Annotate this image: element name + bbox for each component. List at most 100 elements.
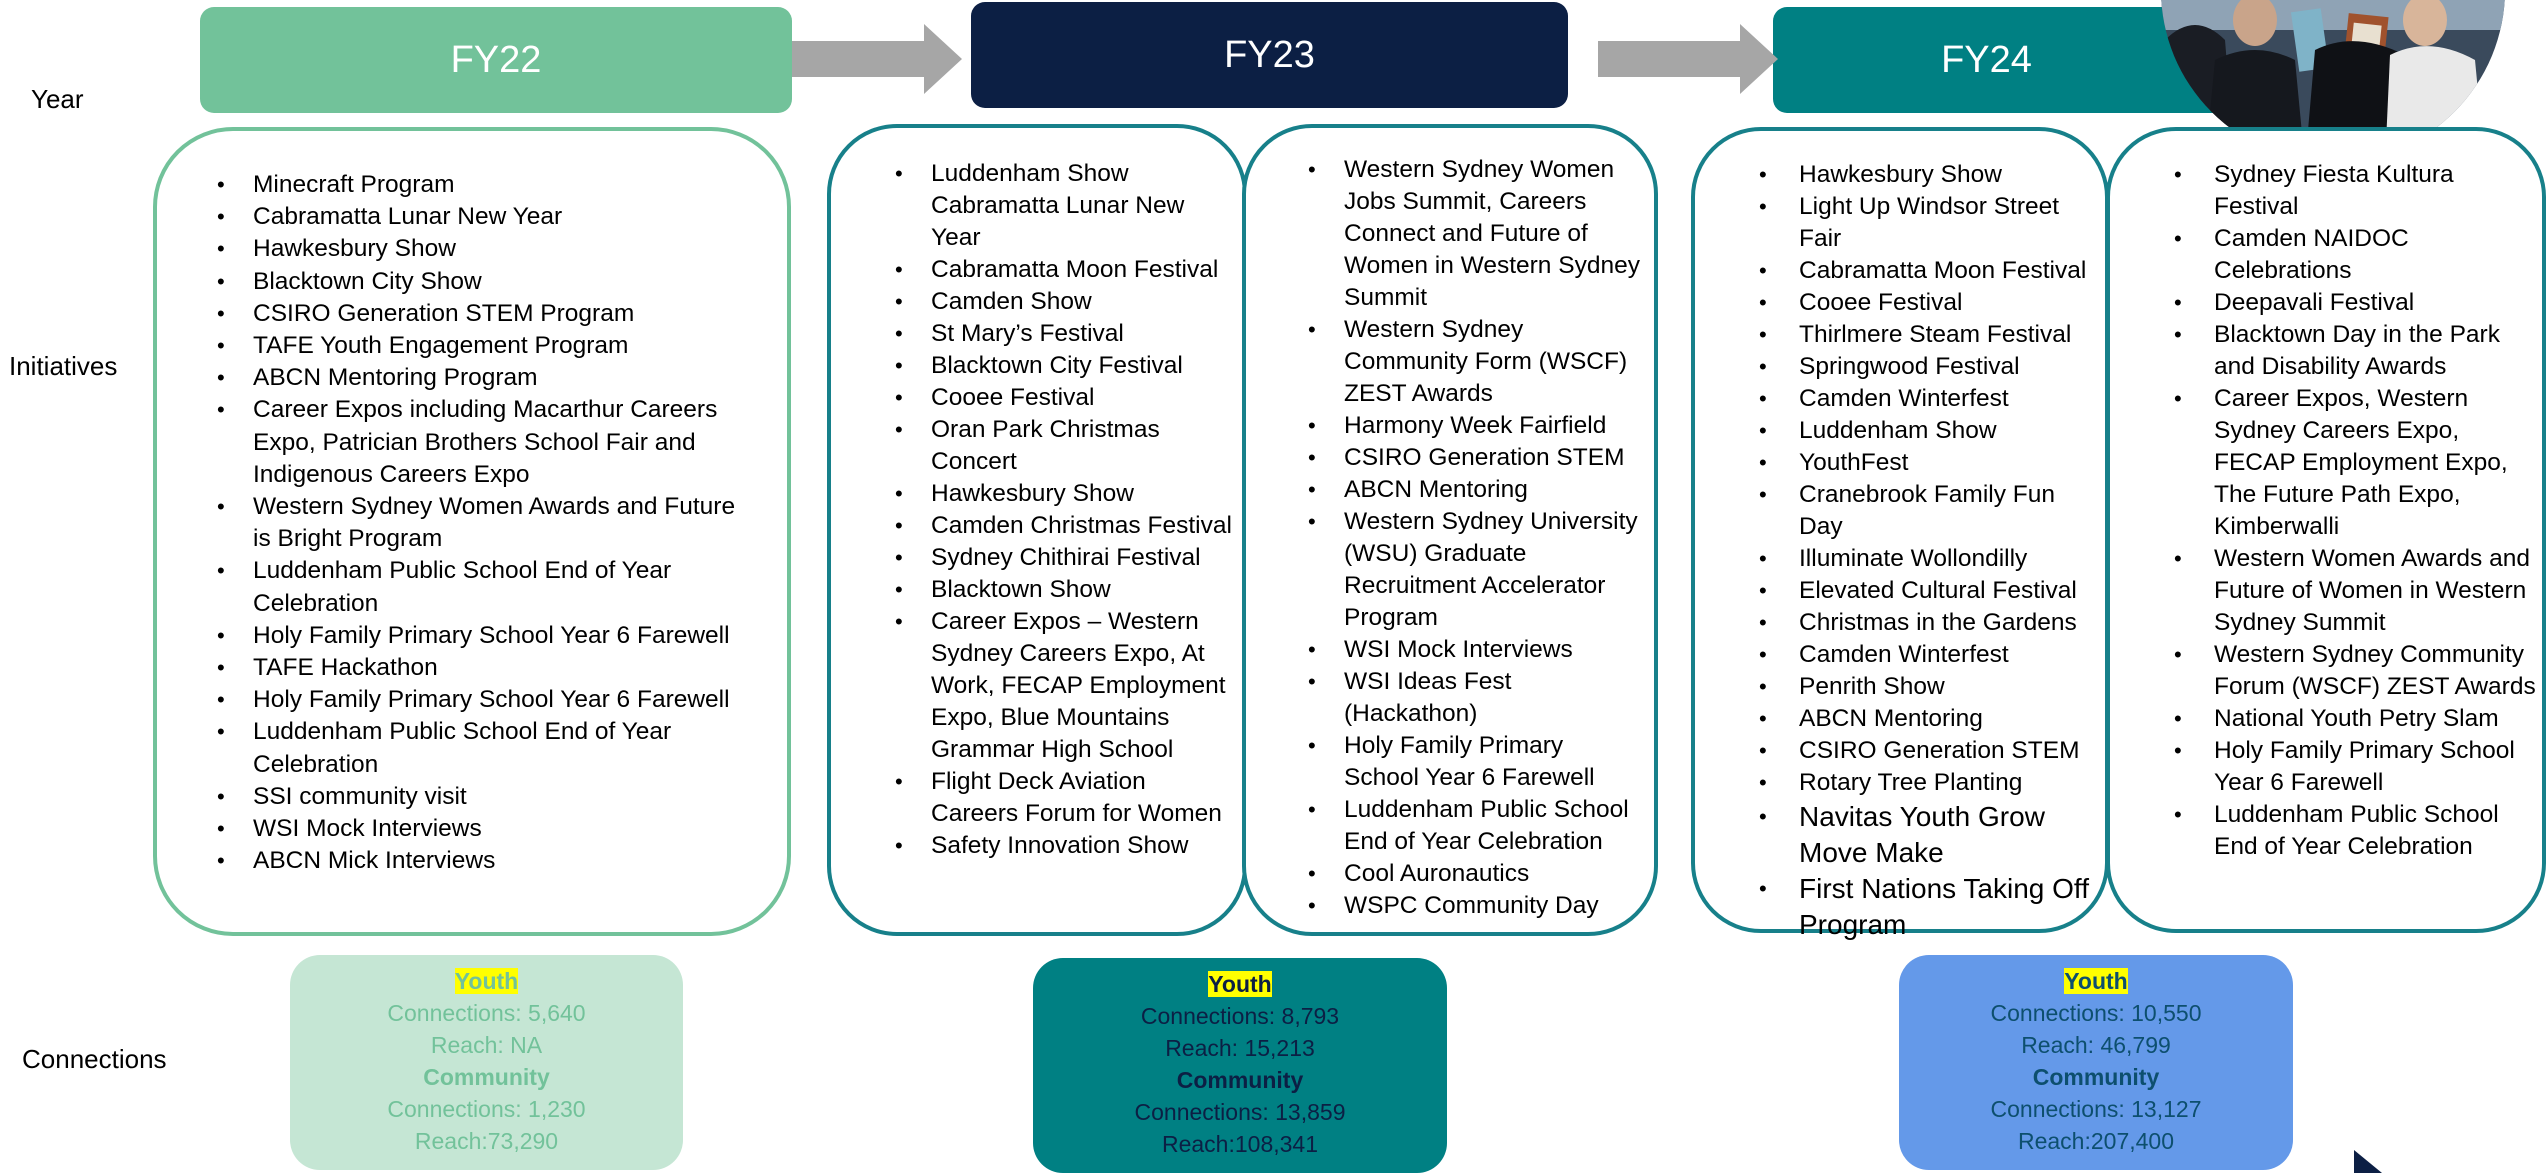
youth-label: Youth xyxy=(2064,968,2128,994)
initiative-item: CSIRO Generation STEM xyxy=(1308,442,1644,474)
fy22-connections-box: Youth Connections: 5,640 Reach: NA Commu… xyxy=(290,955,683,1170)
community-label: Community xyxy=(1176,1067,1304,1093)
initiative-item: Luddenham Public School End of Year Cele… xyxy=(1308,794,1644,858)
youth-reach: Reach: 46,799 xyxy=(2021,1032,2171,1058)
initiative-item: Western Women Awards and Future of Women… xyxy=(2174,543,2542,639)
initiative-item: Western Sydney Women Awards and Future i… xyxy=(217,491,747,555)
initiative-item: Safety Innovation Show xyxy=(895,830,1233,862)
year-header-fy22: FY22 xyxy=(200,7,792,113)
youth-connections: Connections: 8,793 xyxy=(1140,1003,1340,1029)
initiative-item: Camden Christmas Festival xyxy=(895,510,1233,542)
community-reach: Reach:207,400 xyxy=(2017,1128,2174,1154)
corner-pointer-icon xyxy=(2354,1150,2382,1173)
initiative-item: Springwood Festival xyxy=(1759,351,2097,383)
initiative-item: Career Expos, Western Sydney Careers Exp… xyxy=(2174,383,2542,543)
initiative-item: Oran Park Christmas Concert xyxy=(895,414,1233,478)
community-reach: Reach:73,290 xyxy=(414,1128,559,1154)
youth-connections: Connections: 10,550 xyxy=(1990,1000,2202,1026)
initiative-item: Cooee Festival xyxy=(1759,287,2097,319)
initiative-item: Western Sydney Community Forum (WSCF) ZE… xyxy=(2174,639,2542,703)
initiative-item: WSI Ideas Fest (Hackathon) xyxy=(1308,666,1644,730)
initiative-item: St Mary’s Festival xyxy=(895,318,1233,350)
initiative-item: Western Sydney Community Form (WSCF) ZES… xyxy=(1308,314,1644,410)
initiative-item: Camden Winterfest xyxy=(1759,639,2097,671)
initiative-item: Holy Family Primary School Year 6 Farewe… xyxy=(1308,730,1644,794)
initiative-item: Harmony Week Fairfield xyxy=(1308,410,1644,442)
initiative-item: Luddenham Public School End of Year Cele… xyxy=(217,555,747,619)
initiative-item: Illuminate Wollondilly xyxy=(1759,543,2097,575)
initiative-item: Thirlmere Steam Festival xyxy=(1759,319,2097,351)
initiative-item: Sydney Chithirai Festival xyxy=(895,542,1233,574)
initiative-item: WSI Mock Interviews xyxy=(1308,634,1644,666)
fy23-initiatives-panel-right: Western Sydney Women Jobs Summit, Career… xyxy=(1242,124,1658,936)
community-connections: Connections: 13,859 xyxy=(1134,1099,1346,1125)
fy24-initiatives-list-right: Sydney Fiesta Kultura FestivalCamden NAI… xyxy=(2174,159,2542,863)
initiative-item: National Youth Petry Slam xyxy=(2174,703,2542,735)
community-connections: Connections: 13,127 xyxy=(1990,1096,2202,1122)
fy23-initiatives-panel-left: Luddenham Show Cabramatta Lunar New Year… xyxy=(827,124,1247,936)
initiative-item: WSI Mock Interviews xyxy=(217,813,747,845)
initiative-item: ABCN Mentoring Program xyxy=(217,362,747,394)
initiative-item: Western Sydney Women Jobs Summit, Career… xyxy=(1308,154,1644,314)
initiative-item: Blacktown Day in the Park and Disability… xyxy=(2174,319,2542,383)
initiative-item: Cool Auronautics xyxy=(1308,858,1644,890)
initiative-item: Camden Show xyxy=(895,286,1233,318)
initiative-item: Penrith Show xyxy=(1759,671,2097,703)
youth-label: Youth xyxy=(454,968,519,994)
row-label-year: Year xyxy=(31,84,84,114)
initiative-item: TAFE Hackathon xyxy=(217,652,747,684)
initiative-item: Hawkesbury Show xyxy=(217,233,747,265)
initiative-item: Blacktown Show xyxy=(895,574,1233,606)
initiative-item: Flight Deck Aviation Careers Forum for W… xyxy=(895,766,1233,830)
initiative-item: Luddenham Public School End of Year Cele… xyxy=(217,716,747,780)
fy24-initiatives-panel-left: Hawkesbury ShowLight Up Windsor Street F… xyxy=(1691,127,2109,940)
initiative-item: Light Up Windsor Street Fair xyxy=(1759,191,2097,255)
youth-reach: Reach: NA xyxy=(430,1032,543,1058)
year-header-fy23: FY23 xyxy=(971,2,1568,108)
initiative-item: Christmas in the Gardens xyxy=(1759,607,2097,639)
initiative-item: Sydney Fiesta Kultura Festival xyxy=(2174,159,2542,223)
initiative-item: Camden NAIDOC Celebrations xyxy=(2174,223,2542,287)
youth-reach: Reach: 15,213 xyxy=(1165,1035,1315,1061)
initiative-item: TAFE Youth Engagement Program xyxy=(217,330,747,362)
initiative-item: Holy Family Primary School Year 6 Farewe… xyxy=(2174,735,2542,799)
initiative-item: First Nations Taking Off Program xyxy=(1759,871,2097,943)
initiative-item: CSIRO Generation STEM Program xyxy=(217,298,747,330)
community-label: Community xyxy=(2032,1064,2160,1090)
fy24-connections-box: Youth Connections: 10,550 Reach: 46,799 … xyxy=(1899,955,2293,1170)
fy24-initiatives-panel-right: Sydney Fiesta Kultura FestivalCamden NAI… xyxy=(2106,127,2546,933)
row-label-connections: Connections xyxy=(22,1044,167,1074)
initiative-item: Holy Family Primary School Year 6 Farewe… xyxy=(217,684,747,716)
initiative-item: Blacktown City Festival xyxy=(895,350,1233,382)
initiative-item: Navitas Youth Grow Move Make xyxy=(1759,799,2097,871)
initiative-item: ABCN Mentoring xyxy=(1308,474,1644,506)
initiative-item: Deepavali Festival xyxy=(2174,287,2542,319)
fy23-initiatives-list-left: Luddenham Show Cabramatta Lunar New Year… xyxy=(895,158,1233,862)
initiative-item: Hawkesbury Show xyxy=(895,478,1233,510)
initiative-item: Blacktown City Show xyxy=(217,266,747,298)
initiative-item: WSPC Community Day xyxy=(1308,890,1644,922)
youth-connections: Connections: 5,640 xyxy=(387,1000,586,1026)
community-connections: Connections: 1,230 xyxy=(387,1096,586,1122)
initiative-item: Career Expos including Macarthur Careers… xyxy=(217,394,747,491)
initiative-item: Western Sydney University (WSU) Graduate… xyxy=(1308,506,1644,634)
community-label: Community xyxy=(423,1064,550,1090)
initiative-item: Minecraft Program xyxy=(217,169,747,201)
arrow-right-icon xyxy=(792,24,962,94)
initiative-item: SSI community visit xyxy=(217,781,747,813)
fy23-initiatives-list-right: Western Sydney Women Jobs Summit, Career… xyxy=(1308,154,1644,922)
initiative-item: Cabramatta Moon Festival xyxy=(1759,255,2097,287)
arrow-right-icon xyxy=(1598,24,1778,94)
initiative-item: Luddenham Public School End of Year Cele… xyxy=(2174,799,2542,863)
initiative-item: YouthFest xyxy=(1759,447,2097,479)
initiative-item: Elevated Cultural Festival xyxy=(1759,575,2097,607)
initiative-item: Holy Family Primary School Year 6 Farewe… xyxy=(217,620,747,652)
community-reach: Reach:108,341 xyxy=(1161,1131,1318,1157)
initiative-item: Camden Winterfest xyxy=(1759,383,2097,415)
initiative-item: Hawkesbury Show xyxy=(1759,159,2097,191)
fy22-initiatives-list: Minecraft ProgramCabramatta Lunar New Ye… xyxy=(217,169,747,878)
fy22-initiatives-panel: Minecraft ProgramCabramatta Lunar New Ye… xyxy=(153,127,791,936)
youth-label: Youth xyxy=(1208,971,1272,997)
initiative-item: Cranebrook Family Fun Day xyxy=(1759,479,2097,543)
initiative-item: Career Expos – Western Sydney Careers Ex… xyxy=(895,606,1233,766)
